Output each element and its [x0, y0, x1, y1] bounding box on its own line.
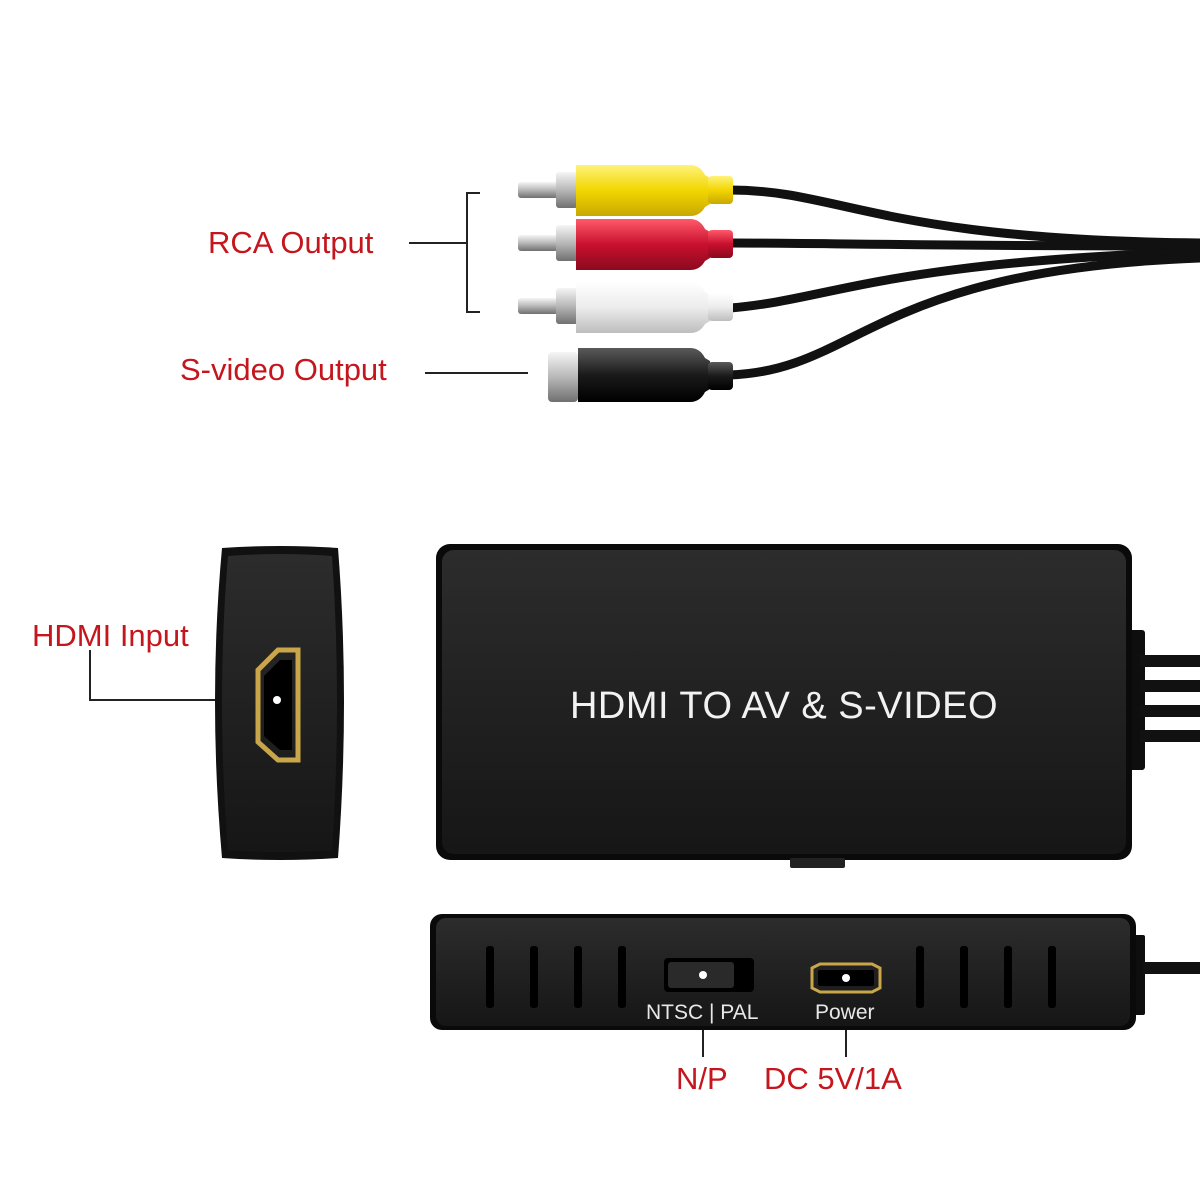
cable-bundle	[725, 185, 1200, 380]
svideo-plug	[548, 348, 733, 402]
rca-output-label: RCA Output	[208, 225, 374, 260]
hdmi-end-view	[215, 546, 344, 860]
power-caption: Power	[815, 1001, 875, 1024]
rca-white-plug	[518, 282, 733, 333]
dc-power-label: DC 5V/1A	[764, 1061, 902, 1096]
rca-red-plug	[518, 219, 733, 270]
converter-box-top	[436, 544, 1200, 868]
svideo-output-label: S-video Output	[180, 352, 387, 387]
converter-box-side	[430, 914, 1200, 1030]
device-title: HDMI TO AV & S-VIDEO	[569, 685, 999, 727]
ntsc-pal-switch	[664, 958, 754, 992]
hdmi-input-label: HDMI Input	[32, 618, 189, 653]
rca-yellow-plug	[518, 165, 733, 216]
np-label: N/P	[676, 1061, 728, 1096]
ntsc-pal-caption: NTSC | PAL	[646, 1001, 759, 1024]
power-port	[810, 962, 882, 994]
